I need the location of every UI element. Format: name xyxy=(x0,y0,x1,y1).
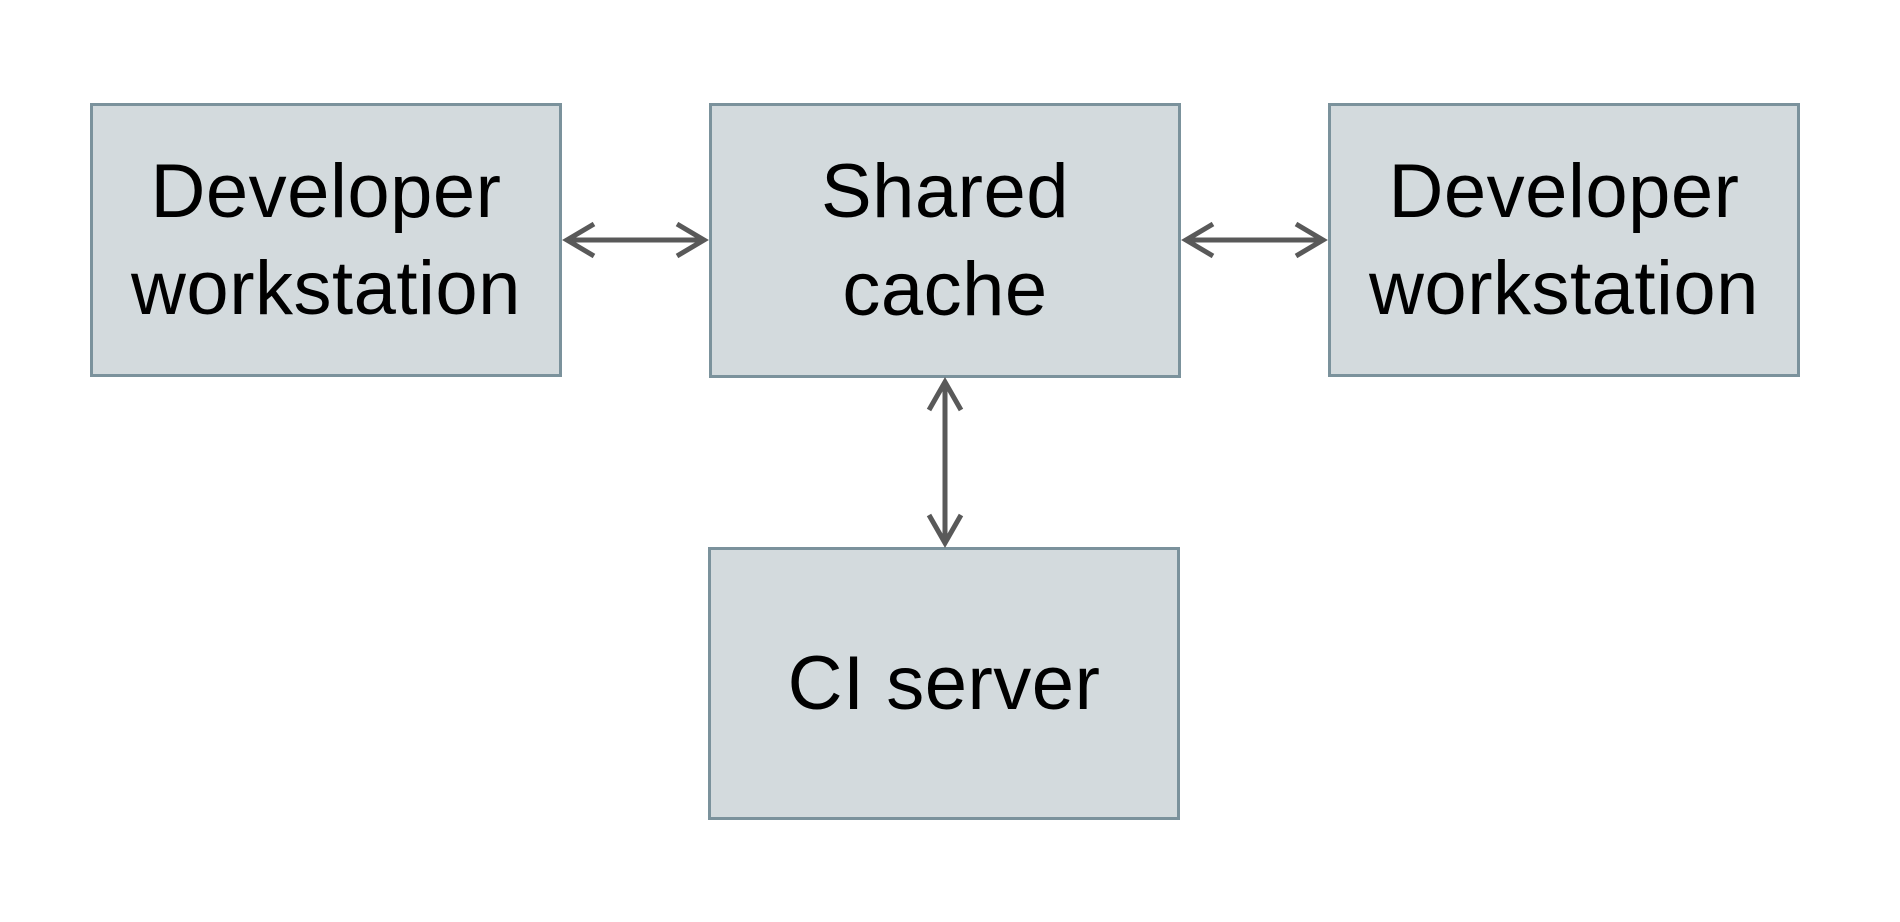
node-shared-cache: Shared cache xyxy=(709,103,1181,378)
bidirectional-arrow-cache-to-right-workstation-icon xyxy=(1181,221,1328,259)
bidirectional-arrow-cache-to-ci-server-icon xyxy=(926,376,964,549)
bidirectional-arrow-left-workstation-to-cache-icon xyxy=(562,221,709,259)
arrowhead-left xyxy=(1181,221,1215,259)
node-label: Developer workstation xyxy=(1369,148,1759,331)
node-label: CI server xyxy=(787,640,1101,726)
node-developer-workstation-left: Developer workstation xyxy=(90,103,562,377)
node-label: Developer workstation xyxy=(131,148,521,331)
arrowhead-right xyxy=(1294,221,1328,259)
arrowhead-bottom xyxy=(926,513,964,549)
arrowhead-left xyxy=(562,221,596,259)
node-label: Shared cache xyxy=(820,149,1070,332)
arrowhead-right xyxy=(675,221,709,259)
node-developer-workstation-right: Developer workstation xyxy=(1328,103,1800,377)
arrowhead-top xyxy=(926,376,964,412)
node-ci-server: CI server xyxy=(708,547,1180,820)
